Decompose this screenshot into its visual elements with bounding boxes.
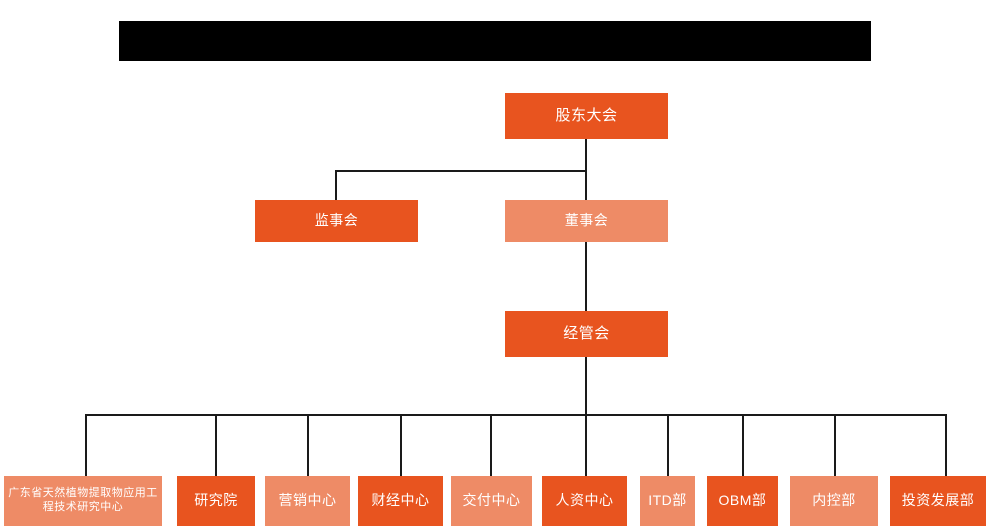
node-directors-label: 董事会 xyxy=(564,212,609,229)
connector-directors-to-management xyxy=(585,241,587,311)
node-hr-center-label: 人资中心 xyxy=(555,492,614,509)
node-hr-center[interactable]: 人资中心 xyxy=(542,476,627,526)
node-investment-development-dept-label: 投资发展部 xyxy=(901,492,975,509)
node-research-center-gd[interactable]: 广东省天然植物提取物应用工程技术研究中心 xyxy=(4,476,162,526)
node-investment-development-dept[interactable]: 投资发展部 xyxy=(890,476,986,526)
connector-drop-obm-dept xyxy=(742,414,744,476)
connector-management-down xyxy=(585,357,587,415)
node-supervisors[interactable]: 监事会 xyxy=(255,200,418,242)
node-marketing-center[interactable]: 营销中心 xyxy=(265,476,350,526)
node-itd-dept[interactable]: ITD部 xyxy=(640,476,695,526)
node-obm-dept[interactable]: OBM部 xyxy=(707,476,778,526)
node-management-label: 经管会 xyxy=(563,324,610,342)
node-directors[interactable]: 董事会 xyxy=(505,200,668,242)
node-research-center-gd-label: 广东省天然植物提取物应用工程技术研究中心 xyxy=(8,487,158,513)
connector-drop-finance-center xyxy=(400,414,402,476)
connector-shareholders-down xyxy=(585,138,587,171)
connector-drop-research-institute xyxy=(215,414,217,476)
connector-to-supervisors xyxy=(335,170,337,201)
connector-drop-investment-development-dept xyxy=(945,414,947,476)
node-supervisors-label: 监事会 xyxy=(314,212,359,229)
connector-drop-itd-dept xyxy=(667,414,669,476)
node-research-institute[interactable]: 研究院 xyxy=(177,476,255,526)
node-delivery-center[interactable]: 交付中心 xyxy=(451,476,532,526)
node-shareholders[interactable]: 股东大会 xyxy=(505,93,668,139)
node-itd-dept-label: ITD部 xyxy=(648,492,687,509)
connector-drop-delivery-center xyxy=(490,414,492,476)
redacted-title-bar xyxy=(119,21,871,61)
node-research-institute-label: 研究院 xyxy=(194,492,238,509)
node-marketing-center-label: 营销中心 xyxy=(278,492,337,509)
connector-drop-hr-center xyxy=(585,414,587,476)
node-finance-center[interactable]: 财经中心 xyxy=(358,476,443,526)
node-shareholders-label: 股东大会 xyxy=(555,106,618,124)
connector-to-directors xyxy=(585,170,587,201)
connector-drop-internal-control-dept xyxy=(834,414,836,476)
node-internal-control-dept[interactable]: 内控部 xyxy=(790,476,878,526)
connector-drop-research-center-gd xyxy=(85,414,87,476)
node-internal-control-dept-label: 内控部 xyxy=(812,492,856,509)
connector-bus-departments xyxy=(85,414,945,416)
node-management[interactable]: 经管会 xyxy=(505,311,668,357)
node-obm-dept-label: OBM部 xyxy=(718,492,767,509)
connector-drop-marketing-center xyxy=(307,414,309,476)
node-finance-center-label: 财经中心 xyxy=(371,492,430,509)
connector-bus-level2 xyxy=(335,170,587,172)
node-delivery-center-label: 交付中心 xyxy=(462,492,521,509)
